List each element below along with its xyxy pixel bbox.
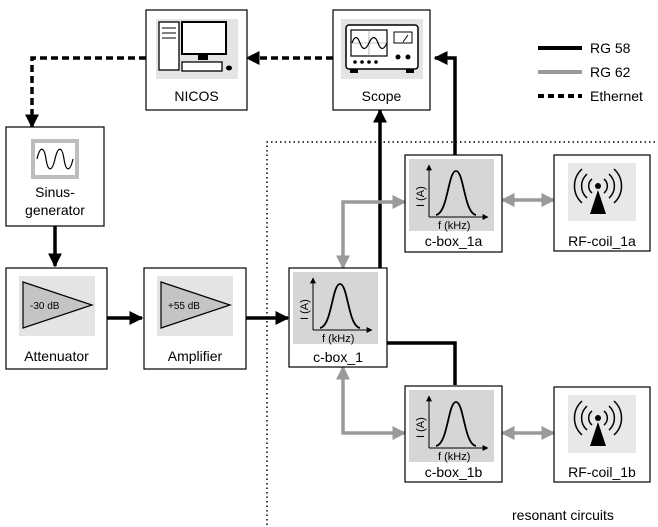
nicos-box: NICOS — [145, 9, 248, 111]
rfcoil1b-box: RF-coil_1b — [553, 386, 651, 483]
sinus-label-line1: Sinus- — [35, 184, 75, 200]
resonance-curve-icon — [409, 390, 494, 462]
cable-cbox1a-to-scope — [433, 51, 457, 155]
legend-label-rg62: RG 62 — [590, 64, 631, 80]
rfcoil1a-label: RF-coil_1a — [568, 233, 636, 249]
attenuator-box: -30 dB Attenuator — [5, 267, 108, 370]
sinus-label-line2: generator — [25, 202, 85, 218]
resonant-circuits-boundary — [266, 141, 658, 525]
legend-label-rg58: RG 58 — [590, 40, 631, 56]
attenuator-gain: -30 dB — [30, 301, 60, 312]
antenna-icon — [568, 395, 636, 453]
triangle-amplifier-icon — [19, 276, 95, 336]
attenuator-label: Attenuator — [24, 348, 89, 364]
cbox1b-x-axis-label: f (kHz) — [438, 451, 470, 463]
resonant-circuits-label: resonant circuits — [512, 507, 614, 523]
nicos-label: NICOS — [174, 88, 218, 104]
cbox1-label: c-box_1 — [313, 349, 363, 365]
cbox1b-y-axis-label: I (A) — [415, 417, 427, 438]
oscilloscope-icon — [341, 19, 423, 79]
cbox1a-x-axis-label: f (kHz) — [438, 220, 470, 232]
cable-cbox1-to-cbox1a — [336, 195, 407, 270]
amplifier-gain: +55 dB — [168, 301, 200, 312]
cbox1a-y-axis-label: I (A) — [415, 186, 427, 207]
legend-label-ethernet: Ethernet — [590, 88, 643, 104]
ethernet-nicos-to-sinus — [25, 56, 146, 129]
cbox1b-label: c-box_1b — [425, 464, 483, 480]
computer-icon — [156, 19, 238, 79]
cbox1a-box: I (A) f (kHz) c-box_1a — [404, 154, 503, 253]
cbox1-y-axis-label: I (A) — [299, 299, 311, 320]
cbox1a-label: c-box_1a — [425, 233, 483, 249]
cbox1-x-axis-label: f (kHz) — [322, 333, 354, 345]
cbox1b-box: I (A) f (kHz) c-box_1b — [404, 385, 503, 483]
cbox1-box: I (A) f (kHz) c-box_1 — [288, 267, 388, 368]
amplifier-label: Amplifier — [168, 348, 223, 364]
rfcoil1a-box: RF-coil_1a — [553, 154, 651, 252]
scope-label: Scope — [362, 88, 402, 104]
sine-wave-icon — [31, 139, 79, 179]
amplifier-box: +55 dB Amplifier — [143, 267, 247, 370]
triangle-amplifier-icon — [157, 276, 233, 336]
sinus-generator-box: Sinus- generator — [5, 126, 105, 227]
scope-box: Scope — [332, 9, 431, 111]
antenna-icon — [568, 163, 636, 221]
rfcoil1b-label: RF-coil_1b — [568, 464, 636, 480]
cable-cbox1-to-cbox1b — [336, 365, 407, 440]
resonance-curve-icon — [409, 159, 494, 231]
resonance-curve-icon — [293, 272, 378, 344]
legend: RG 58 RG 62 Ethernet — [538, 40, 643, 104]
